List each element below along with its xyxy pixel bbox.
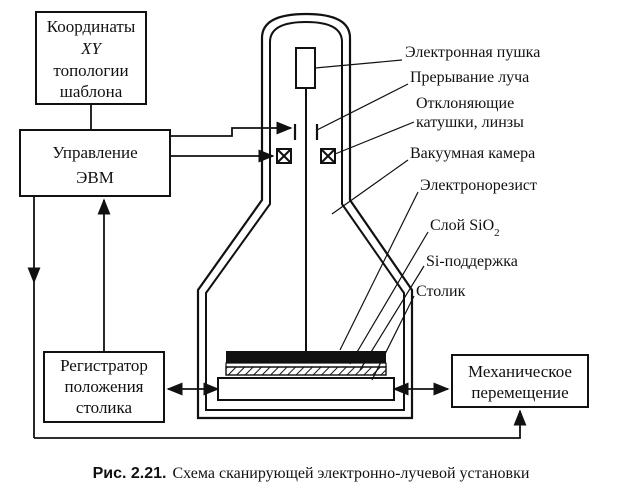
connections xyxy=(27,104,527,439)
deflecting-coil-left xyxy=(276,148,292,164)
label-electron-gun: Электронная пушка xyxy=(405,44,540,61)
electron-gun xyxy=(295,47,316,89)
label-deflecting-line-2: катушки, линзы xyxy=(416,114,524,131)
label-beam-blanking: Прерывание луча xyxy=(410,69,529,86)
coordinates-box-line-1: Координаты xyxy=(47,17,136,36)
registrar-box-line-2: положения xyxy=(64,377,143,396)
vacuum-chamber xyxy=(196,12,414,420)
mechanical-movement-box: Механическое перемещение xyxy=(451,354,589,408)
coordinates-box-line-3: топологии xyxy=(53,61,128,80)
chamber-outer-wall xyxy=(196,12,414,420)
coordinates-box: Координаты XY топологии шаблона xyxy=(35,11,147,105)
control-to-blanking-arrow xyxy=(170,121,293,137)
label-electron-resist: Электронорезист xyxy=(420,177,537,194)
label-stage: Столик xyxy=(416,283,466,300)
coordinates-box-line-4: шаблона xyxy=(60,82,123,101)
control-box-line-2: ЭВМ xyxy=(76,168,114,187)
label-vacuum-chamber: Вакуумная камера xyxy=(410,145,535,162)
si-support-layer xyxy=(225,366,387,376)
registrar-box-line-3: столика xyxy=(76,398,133,417)
feedback-loop-line xyxy=(34,409,527,439)
labels: Электронная пушка Прерывание луча Отклон… xyxy=(405,44,540,300)
chamber-inner-wall xyxy=(205,20,405,411)
stage-position-registrar-box: Регистратор положения столика xyxy=(43,351,165,423)
deflecting-coil-right xyxy=(320,148,336,164)
electron-resist-layer xyxy=(226,351,386,363)
mechanical-box-line-2: перемещение xyxy=(471,383,568,402)
registrar-box-line-1: Регистратор xyxy=(60,356,148,375)
label-sio2-layer: Слой SiO2 xyxy=(430,217,500,239)
control-computer-box: Управление ЭВМ xyxy=(19,129,171,197)
stage xyxy=(217,377,395,401)
coordinates-box-line-2: XY xyxy=(80,39,102,58)
label-si-support: Si-поддержка xyxy=(426,253,518,270)
label-deflecting-line-1: Отклоняющие xyxy=(416,95,514,112)
control-box-line-1: Управление xyxy=(52,143,137,162)
leader-lines xyxy=(314,59,429,381)
mechanical-box-line-1: Механическое xyxy=(468,362,572,381)
figure-caption: Рис. 2.21.Схема сканирующей электронно-л… xyxy=(93,465,530,482)
